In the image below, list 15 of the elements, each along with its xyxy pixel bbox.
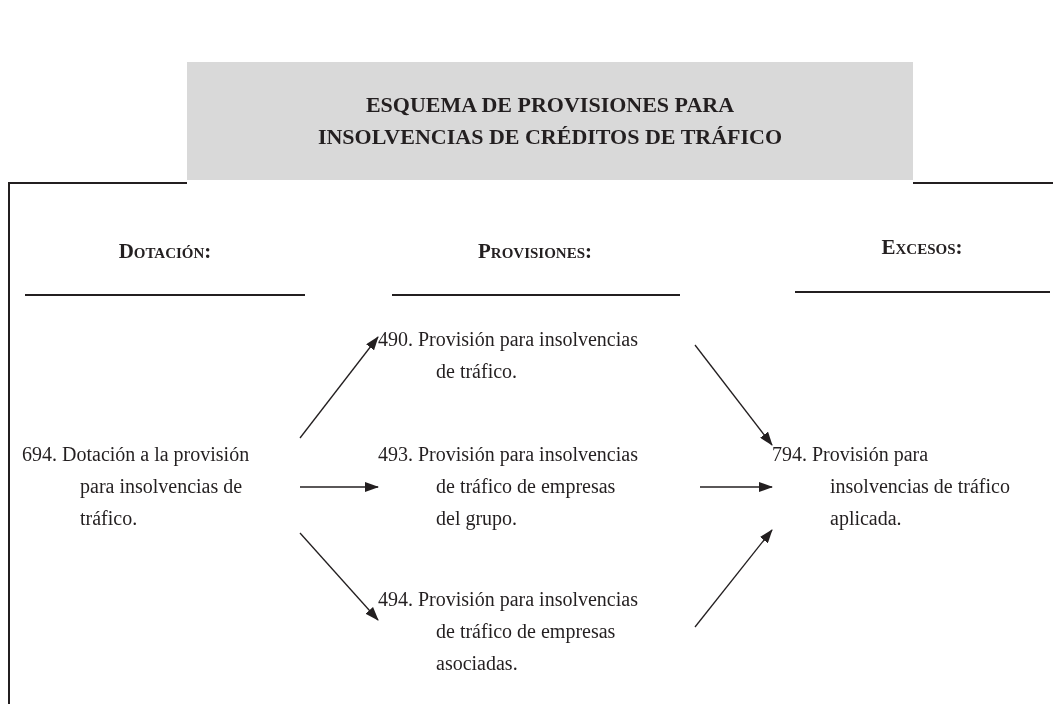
arrow [694, 529, 773, 628]
title: ESQUEMA DE PROVISIONES PARA INSOLVENCIAS DE CRÉDITOS DE TRÁFICO [316, 91, 784, 151]
account-text: 694. Dotación a la provisión para insolvencias de tráfico. [22, 442, 251, 531]
arrow [299, 532, 379, 621]
arrow [699, 482, 773, 492]
account-text: 493. Provisión para insolvencias de tráfico de empresas del grupo. [378, 442, 639, 532]
column-heading: Dotación: [117, 238, 213, 265]
account-text: 494. Provisión para insolvencias de tráfico de empresas asociadas. [378, 587, 639, 676]
column-heading: Provisiones: [477, 238, 593, 265]
account-text: 794. Provisión para insolvencias de tráfico aplicada. [772, 442, 1011, 532]
column-heading: Excesos: [880, 234, 964, 261]
account-text: 490. Provisión para insolvencias de tráfico. [378, 327, 639, 384]
arrow [694, 344, 773, 446]
arrow [299, 336, 379, 439]
arrow [299, 482, 379, 492]
